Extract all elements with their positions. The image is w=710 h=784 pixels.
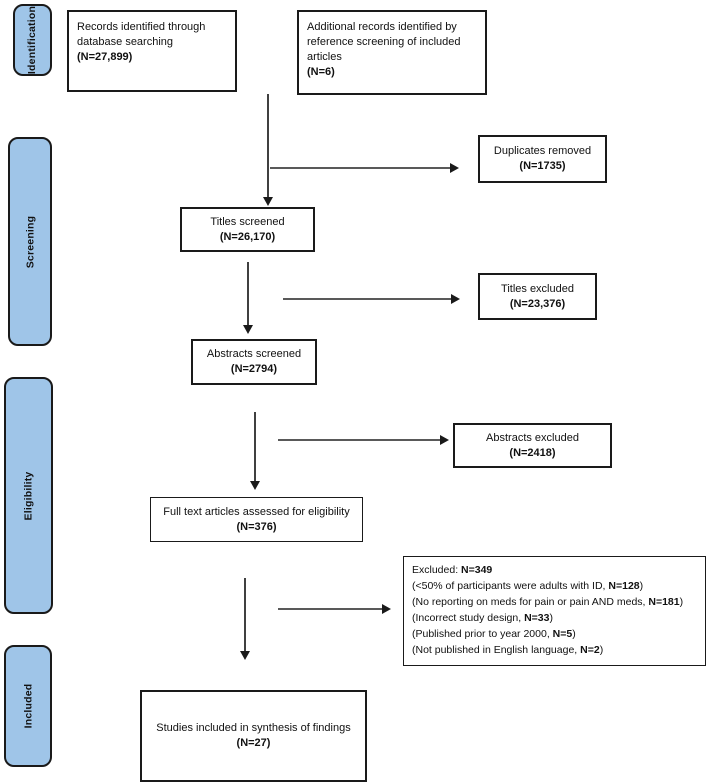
excluded-reason-line: (Published prior to year 2000, N=5) [412, 628, 576, 640]
node-studies-included-count: (N=27) [236, 737, 271, 749]
arrow-to-duplicates-shaft [270, 167, 451, 169]
node-titles-excluded-count: (N=23,376) [509, 297, 566, 310]
node-titles-screened-label: Titles screened [210, 215, 285, 228]
node-titles-screened: Titles screened (N=26,170) [180, 207, 315, 252]
arrow-titles-to-abstracts-shaft [247, 262, 249, 326]
node-records-identified-count: (N=27,899) [77, 51, 133, 63]
node-additional-records-count: (N=6) [307, 66, 335, 78]
node-abstracts-excluded: Abstracts excluded (N=2418) [453, 423, 612, 468]
node-studies-included-label: Studies included in synthesis of finding… [156, 722, 351, 734]
stage-included-label: Included [22, 683, 34, 729]
node-abstracts-screened-label: Abstracts screened [206, 348, 302, 360]
arrow-to-excluded-reasons-shaft [278, 608, 383, 610]
arrow-to-abstracts-excluded-head [440, 435, 449, 445]
stage-screening: Screening [8, 137, 52, 346]
arrow-to-abstracts-excluded-shaft [278, 439, 441, 441]
node-duplicates-removed-label: Duplicates removed [493, 145, 592, 157]
node-excluded-reasons: Excluded: N=349 (<50% of participants we… [403, 556, 706, 666]
node-titles-excluded-label: Titles excluded [501, 282, 574, 295]
arrow-identification-to-titles-head [263, 197, 273, 206]
arrow-abstracts-to-fulltext-head [250, 481, 260, 490]
arrow-fulltext-to-included-shaft [244, 578, 246, 652]
node-fulltext-assessed-label: Full text articles assessed for eligibil… [163, 505, 350, 518]
arrow-identification-to-titles-shaft [267, 94, 269, 198]
excluded-reason-line: (Incorrect study design, N=33) [412, 612, 553, 624]
arrow-fulltext-to-included-head [240, 651, 250, 660]
excluded-reason-line: (<50% of participants were adults with I… [412, 580, 644, 592]
excluded-reason-line: (No reporting on meds for pain or pain A… [412, 596, 684, 608]
node-records-identified-label: Records identified through database sear… [77, 21, 206, 48]
arrow-to-titles-excluded-head [451, 294, 460, 304]
node-records-identified: Records identified through database sear… [67, 10, 237, 92]
stage-eligibility-label: Eligibility [22, 471, 35, 520]
node-abstracts-excluded-count: (N=2418) [509, 446, 556, 459]
node-duplicates-removed-count: (N=1735) [519, 160, 566, 172]
node-studies-included: Studies included in synthesis of finding… [140, 690, 367, 782]
node-additional-records: Additional records identified by referen… [297, 10, 487, 95]
node-abstracts-screened: Abstracts screened (N=2794) [191, 339, 317, 385]
arrow-to-duplicates-head [450, 163, 459, 173]
node-duplicates-removed: Duplicates removed (N=1735) [478, 135, 607, 183]
stage-screening-label: Screening [24, 215, 37, 268]
node-additional-records-label: Additional records identified by referen… [307, 21, 461, 63]
excluded-reason-line: Excluded: N=349 [412, 564, 493, 576]
stage-identification-label: Identification [26, 5, 39, 75]
node-titles-excluded: Titles excluded (N=23,376) [478, 273, 597, 320]
arrow-to-titles-excluded-shaft [283, 298, 452, 300]
excluded-reason-line: (Not published in English language, N=2) [412, 644, 604, 656]
node-fulltext-assessed-count: (N=376) [236, 520, 277, 533]
node-abstracts-screened-count: (N=2794) [230, 363, 278, 375]
node-abstracts-excluded-label: Abstracts excluded [486, 431, 579, 444]
arrow-abstracts-to-fulltext-shaft [254, 412, 256, 482]
node-fulltext-assessed: Full text articles assessed for eligibil… [150, 497, 363, 542]
stage-identification: Identification [13, 4, 52, 76]
arrow-titles-to-abstracts-head [243, 325, 253, 334]
stage-included: Included [4, 645, 52, 767]
stage-eligibility: Eligibility [4, 377, 53, 614]
node-titles-screened-count: (N=26,170) [219, 230, 276, 243]
arrow-to-excluded-reasons-head [382, 604, 391, 614]
